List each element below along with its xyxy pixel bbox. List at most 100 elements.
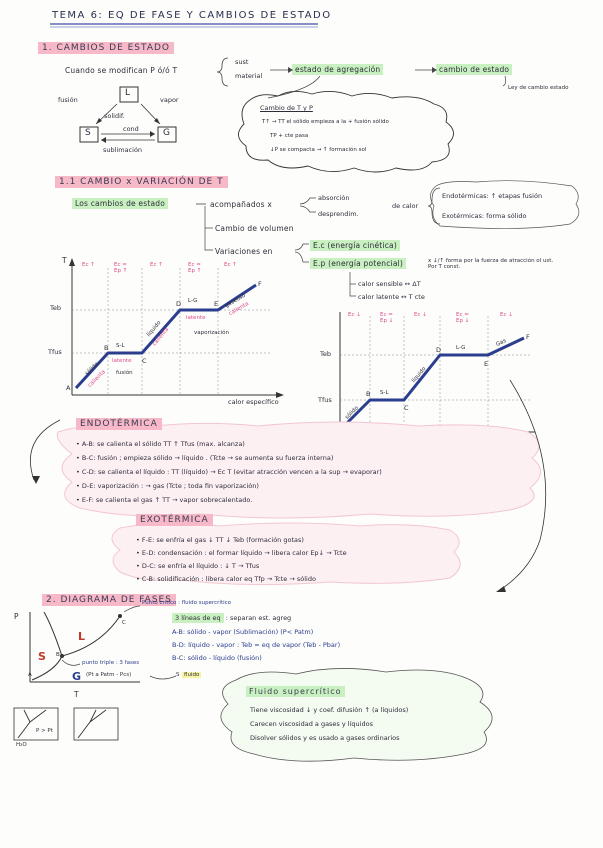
fluido-heading: Fluido supercrítico	[246, 686, 345, 697]
cloud1-l3: ↓P se compacta → ↑ formación sol	[270, 147, 367, 153]
s11-endo: Endotérmicas: ↑ etapas fusión	[442, 192, 543, 200]
state-S: S	[85, 128, 91, 138]
s1-brace-bottom: material	[235, 72, 263, 80]
exo-item-0: • F-E: se enfría el gas ↓ TT ↓ Teb (form…	[136, 536, 304, 544]
exo-item-1: • E-D: condensación : el formar líquido …	[136, 549, 347, 557]
lbl-vapor: vapor	[160, 96, 179, 104]
g2-lbl-sl: S-L	[380, 390, 389, 396]
s11-intro: Los cambios de estado	[72, 198, 169, 209]
lineas-bd: B-D: líquido - vapor : Teb = eq de vapor…	[172, 641, 341, 649]
fluido-l1: Tiene viscosidad ↓ y coef. difusión ↑ (a…	[250, 706, 409, 714]
s11-exo: Exotérmicas: forma sólido	[442, 212, 527, 220]
s11-latente: calor latente ↔ T cte	[358, 293, 425, 301]
g1-pt-D: D	[176, 300, 182, 308]
s1-result1: estado de agregación	[292, 64, 384, 75]
endo-heading: ENDOTÉRMICA	[76, 418, 162, 430]
s11-variaciones: Variaciones en	[215, 247, 273, 256]
g1-lbl-fusion: fusión	[116, 370, 133, 376]
g1-top-label-2: Ec ↑	[150, 262, 163, 268]
pd-pt-B: B	[56, 652, 60, 658]
lbl-solidif: solidif.	[104, 112, 125, 120]
s11-acompanados: acompañados x	[210, 200, 272, 209]
s11-desprendim: desprendim.	[318, 210, 359, 218]
g2-top-label-0: Ec ↓	[348, 312, 361, 318]
g1-pt-A: A	[66, 384, 71, 392]
g1-lbl-fusion-lat: latente	[112, 358, 132, 364]
g1-pt-F: F	[258, 280, 262, 288]
g2-top-label-3: Ec = Ep ↓	[456, 312, 470, 324]
s1-note: Ley de cambio estado	[508, 85, 569, 91]
s11-absorcion: absorción	[318, 194, 350, 202]
pd-region-G: G	[72, 670, 82, 683]
g1-lbl-lg: L-G	[188, 298, 198, 304]
g2-top-label-1: Ec = Ep ↓	[380, 312, 394, 324]
cloud1-l1: T↑ → TT el sólido empieza a la + fusión …	[262, 119, 389, 125]
pd-small-lbl1: H₂O	[16, 742, 27, 748]
state-L: L	[125, 88, 131, 98]
g2-pt-D: D	[436, 346, 442, 354]
s1-definition: Cuando se modifican P ó/ó T	[65, 66, 178, 75]
lbl-sublim: sublimación	[103, 146, 143, 154]
section-2-heading: 2. DIAGRAMA DE FASES	[42, 594, 176, 606]
exo-item-3: • C-B: solidificación : libera calor eq …	[136, 575, 316, 583]
endo-item-0: • A-B: se calienta el sólido TT ↑ Tfus (…	[76, 440, 245, 448]
g1-pt-E: E	[214, 300, 219, 308]
section-11-heading: 1.1 CAMBIO x VARIACIÓN DE T	[55, 176, 228, 188]
lbl-cond: cond	[123, 125, 139, 133]
g2-pt-B: B	[366, 390, 371, 398]
pd-critico: Punto crítico : fluido supercrítico	[142, 600, 232, 606]
cloud1-l2: TP + cte pasa	[270, 133, 309, 139]
pd-axis-P: P	[14, 612, 19, 621]
g1-tfus: Tfus	[48, 348, 62, 356]
exo-heading: EXOTÉRMICA	[136, 514, 213, 526]
pd-pt-C: C	[122, 620, 126, 626]
g2-top-label-2: Ec ↓	[414, 312, 427, 318]
g1-y-axis: T	[62, 256, 67, 265]
pd-region-L: L	[78, 630, 86, 643]
title-text: TEMA 6: EQ DE FASE Y CAMBIOS DE ESTADO	[52, 10, 332, 21]
pd-pt-A: A	[28, 672, 32, 678]
pd-triple: punto triple : 3 fases	[82, 660, 140, 666]
g1-top-label-1: Ec = Ep ↑	[114, 262, 128, 274]
fluido-l2: Carecen viscosidad a gases y líquidos	[250, 720, 373, 728]
exo-item-2: • D-C: se enfría el líquido : ↓ T → Tfus	[136, 562, 260, 570]
lineas-ab: A-B: sólido - vapor (Sublimación) (P< Pa…	[172, 628, 314, 636]
pd-region-S: S	[38, 650, 47, 663]
endo-item-1: • B-C: fusión ; empieza sólido → líquido…	[76, 454, 334, 462]
pd-triple-note: (Pt a Patm - Pcs)	[86, 672, 132, 678]
pd-small-lbl2: P > Pt	[36, 728, 53, 734]
g1-teb: Teb	[50, 304, 61, 312]
pd-s-lbl: S	[176, 672, 180, 678]
g2-teb: Teb	[320, 350, 331, 358]
g2-lbl-lg: L-G	[456, 345, 466, 351]
state-G: G	[163, 128, 170, 138]
g1-x-axis: calor específico	[228, 398, 279, 406]
lbl-fusion: fusión	[58, 96, 78, 104]
g2-pt-E: E	[484, 360, 489, 368]
s11-ec: E.c (energía cinética)	[310, 240, 400, 251]
s1-brace-top: sust	[235, 58, 249, 66]
endo-item-3: • D-E: vaporización : → gas (Tcte ; toda…	[76, 482, 259, 490]
cloud1-title: Cambio de T y P	[260, 104, 313, 112]
pd-fluido: fluido	[182, 672, 202, 678]
g2-top-label-4: Ec ↓	[500, 312, 513, 318]
fluido-l3: Disolver sólidos y es usado a gases ordi…	[250, 734, 400, 742]
g1-top-label-4: Ec ↑	[224, 262, 237, 268]
s1-result2: cambio de estado	[436, 64, 513, 75]
lineas-bc: B-C: sólido - líquido (fusión)	[172, 654, 262, 662]
g1-pt-B: B	[104, 344, 109, 352]
s11-sensible: calor sensible ↔ ΔT	[358, 280, 421, 288]
g1-pt-C: C	[142, 357, 147, 365]
g1-lbl-sl: S-L	[116, 343, 125, 349]
g1-lbl-vaporizacion: vaporización	[194, 330, 229, 336]
